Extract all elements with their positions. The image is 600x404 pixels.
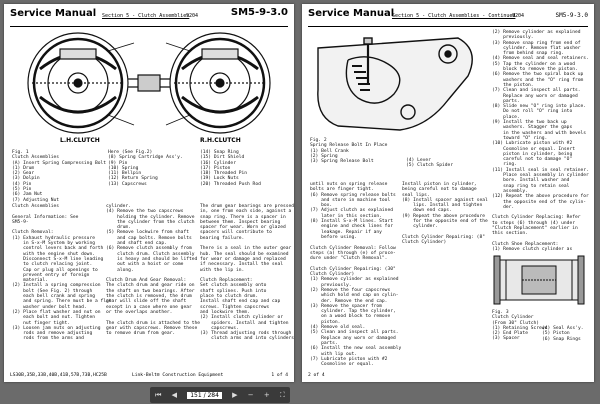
fig1-caption-3: (14) Snap Ring (15) Dirt Shield (16) Cyl…: [200, 150, 261, 187]
page-header: Service Manual Section 5 - Clutch Assemb…: [10, 7, 288, 27]
lh-clutch-label: L.H.CLUTCH: [60, 137, 100, 144]
document-page-2: Service Manual Section 5 - Clutch Assemb…: [302, 4, 594, 382]
page-footer: LS30B,35B,33B,40B,41B,57B,73B,HC25B Link…: [10, 373, 288, 378]
page-footer: 2 of 4: [308, 373, 588, 378]
text-column-1: Clutch Assemblies General Information: S…: [12, 204, 112, 342]
fig1-caption-2: Here (See Fig.2) (8) Spring Cartridge As…: [108, 150, 183, 187]
fig2-caption: Fig. 2 Spring Release Bolt In Place (1) …: [310, 138, 388, 165]
manual-title: Service Manual: [10, 8, 97, 19]
fig3-caption: Fig. 3 Clutch Cylinder (From 30" Clutch)…: [492, 310, 548, 342]
text-column-2: cylinder. (4) Remove the two capscrews h…: [106, 204, 201, 337]
text-column-low-1: until nuts on spring release bolts are f…: [310, 182, 402, 368]
page-header: Service Manual Section 5 - Clutch Assemb…: [308, 8, 588, 27]
fig1-caption: Fig. 1 Clutch Assemblies (A) Insert Spri…: [12, 150, 107, 203]
section-title: Section 5 - Clutch Assemblies - Continue…: [392, 13, 516, 19]
footer-page: 2 of 4: [308, 373, 325, 378]
text-column-low-2: Install piston in cylinder, being carefu…: [402, 182, 488, 246]
text-column-right: (2) Remove cylinder as explained previou…: [492, 30, 589, 253]
fig2-caption-2: (4) Lever (5) Clutch Spider: [406, 158, 454, 169]
fullscreen-icon[interactable]: ⛶: [279, 390, 285, 399]
clutch-cylinder-figure: [492, 250, 586, 308]
zoom-out-icon[interactable]: −: [247, 391, 254, 399]
footer-page: 1 of 4: [271, 373, 288, 378]
page-indicator[interactable]: 151 / 284: [187, 391, 222, 399]
manual-title: Service Manual: [308, 8, 395, 19]
footer-models: LS30B,35B,33B,40B,41B,57B,73B,HC25B: [10, 373, 107, 378]
clutch-figure: L.H.CLUTCH R.H.CLUTCH: [10, 29, 288, 147]
first-page-icon[interactable]: ⏮: [155, 390, 162, 399]
prev-page-icon[interactable]: ◀: [171, 391, 177, 399]
manual-code: SM5-9-3.0: [230, 7, 288, 18]
text-column-3: The drum gear bearings are pressed in, o…: [200, 204, 294, 342]
rh-clutch-label: R.H.CLUTCH: [200, 137, 241, 144]
document-page-1: Service Manual Section 5 - Clutch Assemb…: [4, 4, 294, 382]
cylinder-illustration: [493, 255, 585, 305]
zoom-in-icon[interactable]: +: [263, 391, 270, 399]
spring-release-figure: [308, 30, 486, 136]
manual-code: SM5-9-3.0: [555, 12, 588, 19]
pdf-viewer-toolbar: ⏮ ◀ 151 / 284 ▶ − + ⛶: [150, 387, 290, 403]
bell-crank-illustration: [317, 37, 473, 131]
doc-number: 9204: [186, 13, 199, 19]
footer-company: Link-Belt® Construction Equipment: [132, 373, 224, 378]
doc-number: 9204: [512, 13, 525, 19]
fig3-caption-2: (4) Seal Ass'y. (5) Piston (6) Snap Ring…: [542, 326, 584, 342]
section-title: Section 5 - Clutch Assemblies: [102, 13, 190, 19]
next-page-icon[interactable]: ▶: [232, 391, 238, 399]
clutch-assemblies-illustration: [27, 32, 271, 134]
